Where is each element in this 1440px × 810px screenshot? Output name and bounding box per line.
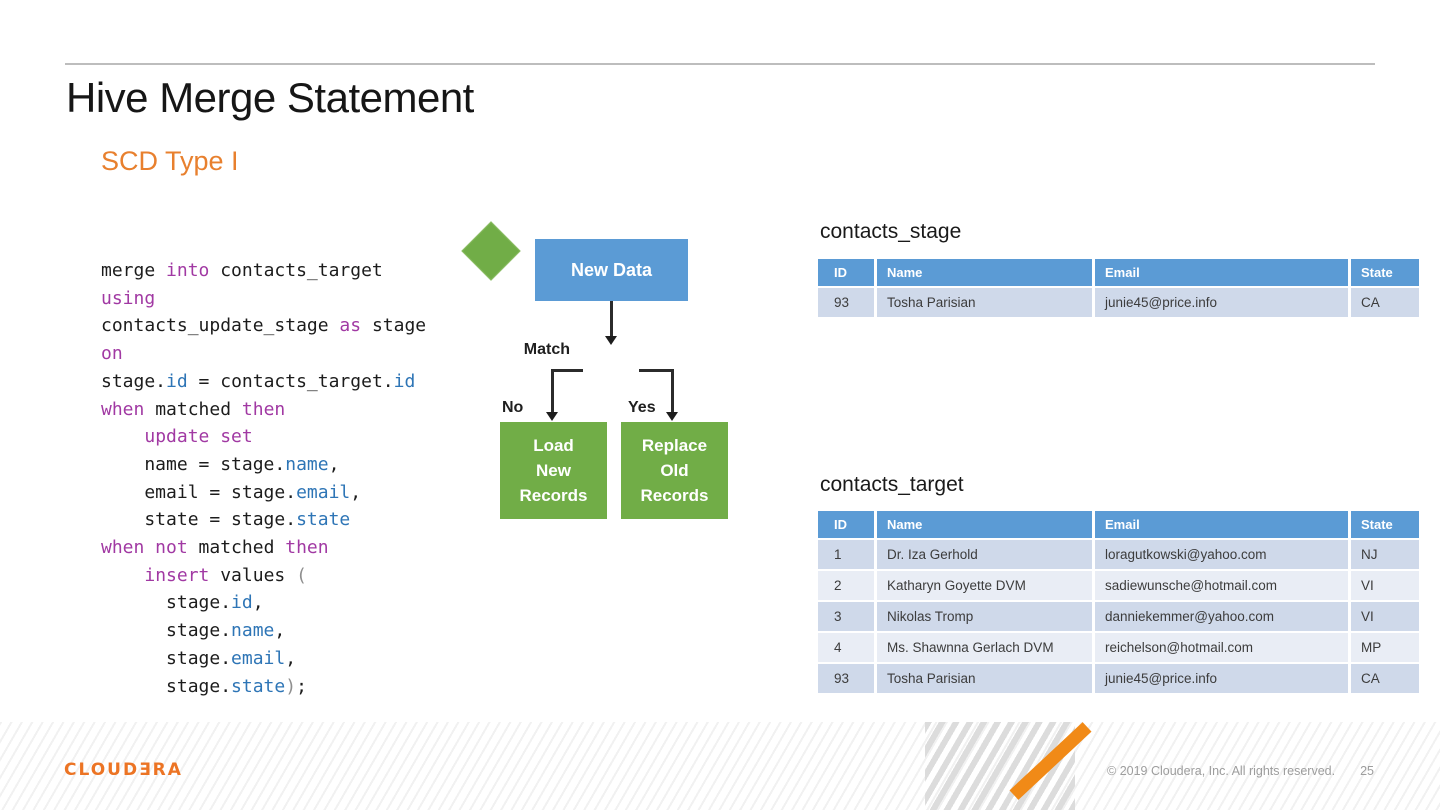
table-cell: 1 [818,540,877,569]
arrowhead-icon [546,412,558,421]
connector-line [671,369,674,413]
table-cell: Dr. Iza Gerhold [877,540,1095,569]
code-line: name = stage.name, [101,453,340,475]
diagram-label-match: Match [523,341,570,358]
column-header: Name [877,259,1095,286]
code-line: stage.id = contacts_target.id [101,370,416,392]
diagram-node-new-data: New Data [535,239,688,301]
arrowhead-icon [666,412,678,421]
column-header: ID [818,511,877,538]
table-cell: 93 [818,288,877,317]
slide-subtitle: SCD Type I [101,146,239,176]
code-line: merge into contacts_target [101,260,383,281]
code-line: contacts_update_stage as stage [101,315,427,337]
table-cell: 3 [818,602,877,631]
table-cell: 2 [818,571,877,600]
cloudera-logo: CLOUDƎRA [64,760,183,780]
code-line: using [101,287,156,309]
table-cell: Tosha Parisian [877,664,1095,693]
table-cell: VI [1351,571,1419,600]
code-line: stage.id, [101,592,264,614]
diagram-label-yes: Yes [628,399,656,416]
table-cell: sadiewunsche@hotmail.com [1095,571,1351,600]
column-header: Name [877,511,1095,538]
top-rule-divider [65,63,1375,65]
table-cell: VI [1351,602,1419,631]
code-line: stage.name, [101,620,286,642]
table-cell: Tosha Parisian [877,288,1095,317]
table-cell: Katharyn Goyette DVM [877,571,1095,600]
table-cell: CA [1351,664,1419,693]
decision-diamond [461,221,521,281]
footer-stripe-band [0,722,1440,810]
table-cell: Nikolas Tromp [877,602,1095,631]
table-cell: MP [1351,633,1419,662]
diagram-label-no: No [502,399,524,416]
code-line: when matched then [101,398,286,420]
code-line: stage.state); [101,675,307,697]
column-header: State [1351,259,1419,286]
page-title: Hive Merge Statement [66,74,474,121]
table-cell: CA [1351,288,1419,317]
diagonal-stripes-pattern [0,722,1440,810]
column-header: ID [818,259,877,286]
table-title-contacts-stage: contacts_stage [820,220,962,243]
connector-line [610,301,613,337]
table-cell: junie45@price.info [1095,288,1351,317]
code-line: state = stage.state [101,509,351,531]
table-title-contacts-target: contacts_target [820,473,964,496]
code-line: insert values ( [144,564,307,586]
column-header: Email [1095,259,1351,286]
code-line: stage.email, [101,647,297,669]
table-cell: Ms. Shawnna Gerlach DVM [877,633,1095,662]
connector-line [639,369,673,372]
connector-line [551,369,554,413]
code-line: when not matched then [101,537,329,559]
table-cell: NJ [1351,540,1419,569]
copyright-text: © 2019 Cloudera, Inc. All rights reserve… [1107,764,1336,778]
arrowhead-icon [605,336,617,345]
table-cell: 4 [818,633,877,662]
page-number: 25 [1360,764,1374,778]
column-header: Email [1095,511,1351,538]
connector-line [551,369,583,372]
code-line: on [101,343,123,365]
code-line: update set [144,426,253,448]
column-header: State [1351,511,1419,538]
code-line: email = stage.email, [101,481,362,503]
table-cell: loragutkowski@yahoo.com [1095,540,1351,569]
table-cell: 93 [818,664,877,693]
table-cell: junie45@price.info [1095,664,1351,693]
table-cell: danniekemmer@yahoo.com [1095,602,1351,631]
table-cell: reichelson@hotmail.com [1095,633,1351,662]
